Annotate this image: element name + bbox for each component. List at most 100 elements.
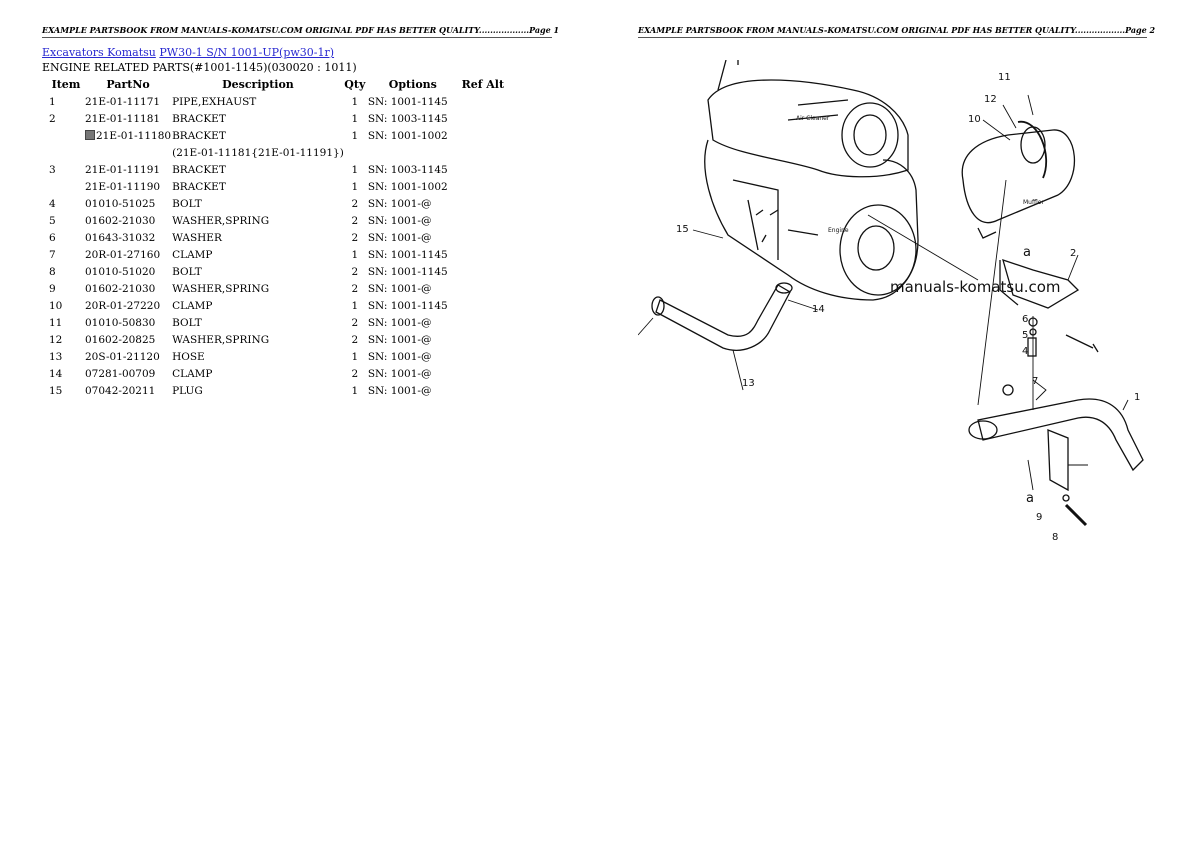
cell-qty: 1 [344,110,366,127]
breadcrumb-link-category[interactable]: Excavators Komatsu [42,46,156,59]
cell-refalt [458,178,508,195]
cell-options: SN: 1001-@ [366,348,458,365]
parts-table: Item PartNo Description Qty Options Ref … [42,76,508,399]
cell-refalt [458,297,508,314]
callout-10: 10 [968,114,981,125]
cell-description: WASHER,SPRING [171,212,344,229]
cell-options-text: SN: 1001-1145 [367,265,448,278]
cell-qty-text: 1 [351,299,359,312]
cell-options-text: SN: 1001-@ [367,350,432,363]
cell-qty-text: 2 [351,316,359,329]
cell-qty-text: 1 [351,384,359,397]
cell-qty-text: 2 [351,367,359,380]
cell-options-text: SN: 1001-@ [367,333,432,346]
cell-item: 1 [42,93,83,110]
cell-options: SN: 1001-1145 [366,93,458,110]
cell-qty: 1 [344,348,366,365]
cell-qty: 1 [344,127,366,144]
cell-options: SN: 1001-@ [366,314,458,331]
callout-4: 4 [1022,346,1028,357]
cell-item: 3 [42,161,83,178]
callout-15: 15 [676,224,689,235]
cell-partno-text: 01010-51020 [85,265,156,278]
exhaust-pipe-drawing [968,384,1144,527]
cell-item-text: 5 [49,214,56,227]
hose-drawing [651,282,793,351]
cell-qty-text: 1 [351,112,359,125]
cell-partno: 21E-01-11191 [83,161,171,178]
leader-lines [638,94,1129,491]
cell-partno: 01010-51025 [83,195,171,212]
cell-partno-text: 21E-01-11180 [96,129,172,142]
cell-options-text: SN: 1001-@ [367,316,432,329]
cell-partno-text: 07042-20211 [85,384,156,397]
cell-partno: 21E-01-11171 [83,93,171,110]
cell-description: (21E-01-11181{21E-01-11191}) [171,144,344,161]
cell-options: SN: 1001-1002 [366,127,458,144]
cell-description: BRACKET [171,110,344,127]
cell-item: 7 [42,246,83,263]
cell-description-text: BOLT [172,316,202,329]
cell-partno-text: 01602-20825 [85,333,156,346]
cell-description: CLAMP [171,297,344,314]
cell-description: WASHER [171,229,344,246]
cell-options [366,144,458,161]
cell-description-text: BOLT [172,197,202,210]
cell-refalt [458,314,508,331]
column-header-refalt: Ref Alt [461,78,505,91]
watermark-text: manuals-komatsu.com [890,278,1061,296]
breadcrumb-link-model[interactable]: PW30-1 S/N 1001-UP(pw30-1r) [159,46,335,59]
cell-partno-text: 20S-01-21120 [85,350,160,363]
cell-refalt [458,144,508,161]
table-row: (21E-01-11181{21E-01-11191}) [42,144,508,161]
cell-qty-text: 1 [351,163,359,176]
cell-refalt [458,246,508,263]
cell-description: BOLT [171,314,344,331]
air-cleaner-label: Air Cleaner [796,115,830,122]
cell-item-text: 4 [49,197,56,210]
cell-partno [83,144,171,161]
callout-13: 13 [742,378,755,389]
cell-qty-text: 1 [351,129,359,142]
cell-options: SN: 1001-1145 [366,246,458,263]
cell-partno-text: 01602-21030 [85,282,156,295]
cell-partno-text: 01010-50830 [85,316,156,329]
air-cleaner-drawing [707,60,909,178]
cell-item-text: 13 [49,350,63,363]
cell-description-text: BRACKET [172,180,226,193]
cell-description-text: CLAMP [172,299,213,312]
cell-description-text: BOLT [172,265,202,278]
cell-qty: 1 [344,161,366,178]
cell-options: SN: 1001-@ [366,212,458,229]
cell-qty: 2 [344,331,366,348]
cell-partno-text: 01602-21030 [85,214,156,227]
cell-options: SN: 1003-1145 [366,161,458,178]
column-header-partno: PartNo [106,78,150,91]
cell-partno: 21E-01-11190 [83,178,171,195]
cell-item: 15 [42,382,83,399]
cell-options: SN: 1001-@ [366,229,458,246]
cell-refalt [458,280,508,297]
callout-9: 9 [1036,512,1042,523]
cell-partno: 01602-21030 [83,212,171,229]
cell-qty-text: 2 [351,282,359,295]
callout-14-top: 14 [812,304,825,315]
cell-description: BRACKET [171,127,344,144]
callout-6: 6 [1022,314,1028,325]
cell-item [42,144,83,161]
cell-item-text: 7 [49,248,56,261]
cell-item: 4 [42,195,83,212]
breadcrumb: Excavators Komatsu PW30-1 S/N 1001-UP(pw… [42,46,334,59]
table-header-row: Item PartNo Description Qty Options Ref … [42,76,508,93]
cell-options-text: SN: 1001-@ [367,231,432,244]
cell-item-text: 6 [49,231,56,244]
